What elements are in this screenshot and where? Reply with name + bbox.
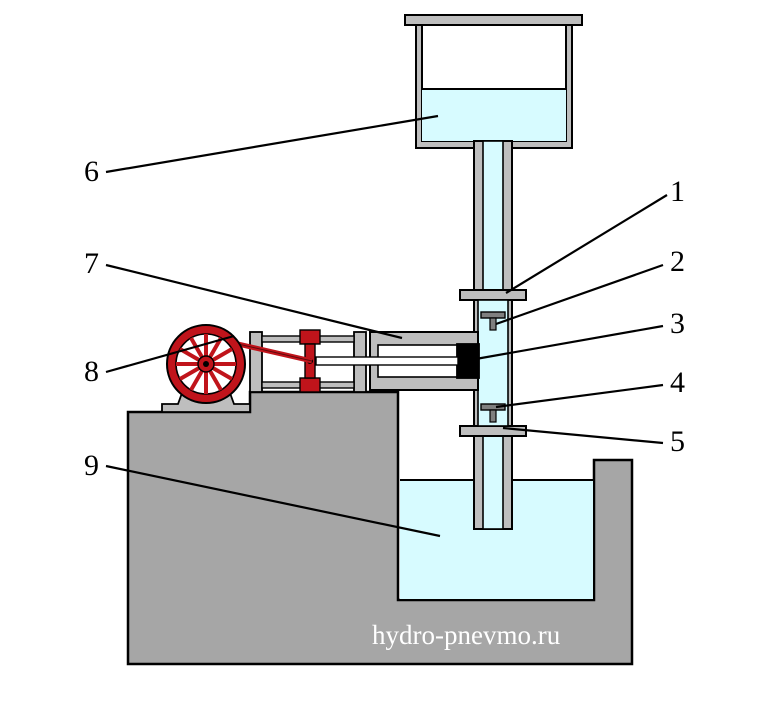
leader-7 — [105, 263, 403, 340]
callout-3: 3 — [670, 307, 685, 340]
callout-4: 4 — [670, 366, 685, 399]
callout-7: 7 — [84, 247, 99, 280]
callout-2: 2 — [670, 245, 685, 278]
flywheel-spoke — [211, 347, 233, 362]
callout-5: 5 — [670, 425, 685, 458]
piston — [456, 343, 480, 379]
callout-9: 9 — [84, 449, 99, 482]
leader-8 — [105, 334, 235, 374]
suction-valve — [480, 403, 506, 423]
leader-1 — [505, 194, 668, 294]
leader-4 — [495, 383, 664, 409]
flywheel-spoke — [211, 366, 233, 381]
callout-8: 8 — [84, 355, 99, 388]
callout-1: 1 — [670, 175, 685, 208]
upper-tank — [404, 14, 583, 149]
flywheel-spoke — [179, 366, 201, 381]
leader-9 — [105, 464, 441, 538]
flywheel-spoke — [189, 369, 204, 391]
callout-6: 6 — [84, 155, 99, 188]
flywheel-spoke — [208, 369, 223, 391]
leader-5 — [502, 426, 664, 445]
leader-6 — [105, 114, 439, 174]
leader-2 — [495, 263, 664, 326]
foundation — [126, 390, 634, 666]
watermark: hydro-pnevmo.ru — [372, 620, 561, 650]
leader-3 — [469, 324, 664, 362]
